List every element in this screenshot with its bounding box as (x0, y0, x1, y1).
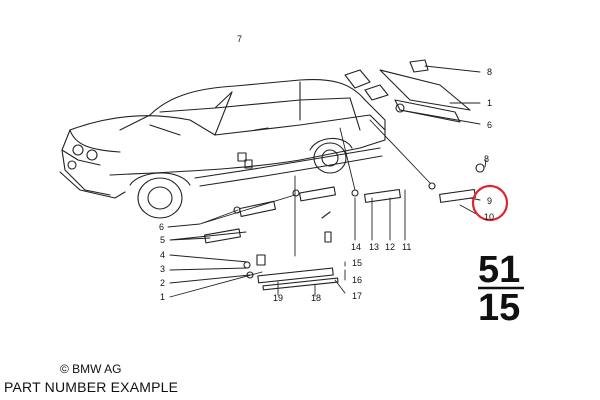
group-number-top: 51 (478, 249, 520, 291)
callout-8-top: 8 (487, 67, 492, 77)
callout-5: 5 (160, 235, 165, 245)
callout-15: 15 (352, 258, 362, 268)
group-number-bottom: 15 (478, 287, 520, 329)
clip-row-middle (204, 159, 485, 291)
callout-13: 13 (369, 242, 379, 252)
callout-labels: 7 8 1 6 8 9 10 6 5 4 3 2 1 14 13 12 11 1… (159, 34, 494, 303)
callout-1-left: 1 (160, 292, 165, 302)
callout-8-mid: 8 (484, 154, 489, 164)
callout-12: 12 (385, 242, 395, 252)
callout-4: 4 (160, 250, 165, 260)
callout-6-top: 6 (487, 120, 492, 130)
callout-19: 19 (273, 293, 283, 303)
callout-11: 11 (402, 242, 411, 252)
callout-16: 16 (352, 275, 362, 285)
car-illustration (59, 79, 386, 219)
callout-9: 9 (487, 196, 492, 206)
callout-10: 10 (484, 212, 494, 222)
caption-text: PART NUMBER EXAMPLE (4, 379, 179, 395)
copyright-notice: © BMW AG (60, 362, 122, 376)
callout-7: 7 (237, 34, 242, 44)
highlight-circle (471, 184, 509, 222)
callout-2: 2 (160, 278, 165, 288)
callout-1-top: 1 (487, 98, 492, 108)
callout-6-left: 6 (159, 222, 164, 232)
callout-17: 17 (352, 291, 362, 301)
leader-lines (167, 65, 487, 298)
callout-3: 3 (160, 264, 165, 274)
trim-strip-upper (344, 59, 471, 123)
callout-18: 18 (311, 293, 321, 303)
callout-14: 14 (351, 242, 361, 252)
group-number: 51 15 (478, 249, 524, 329)
